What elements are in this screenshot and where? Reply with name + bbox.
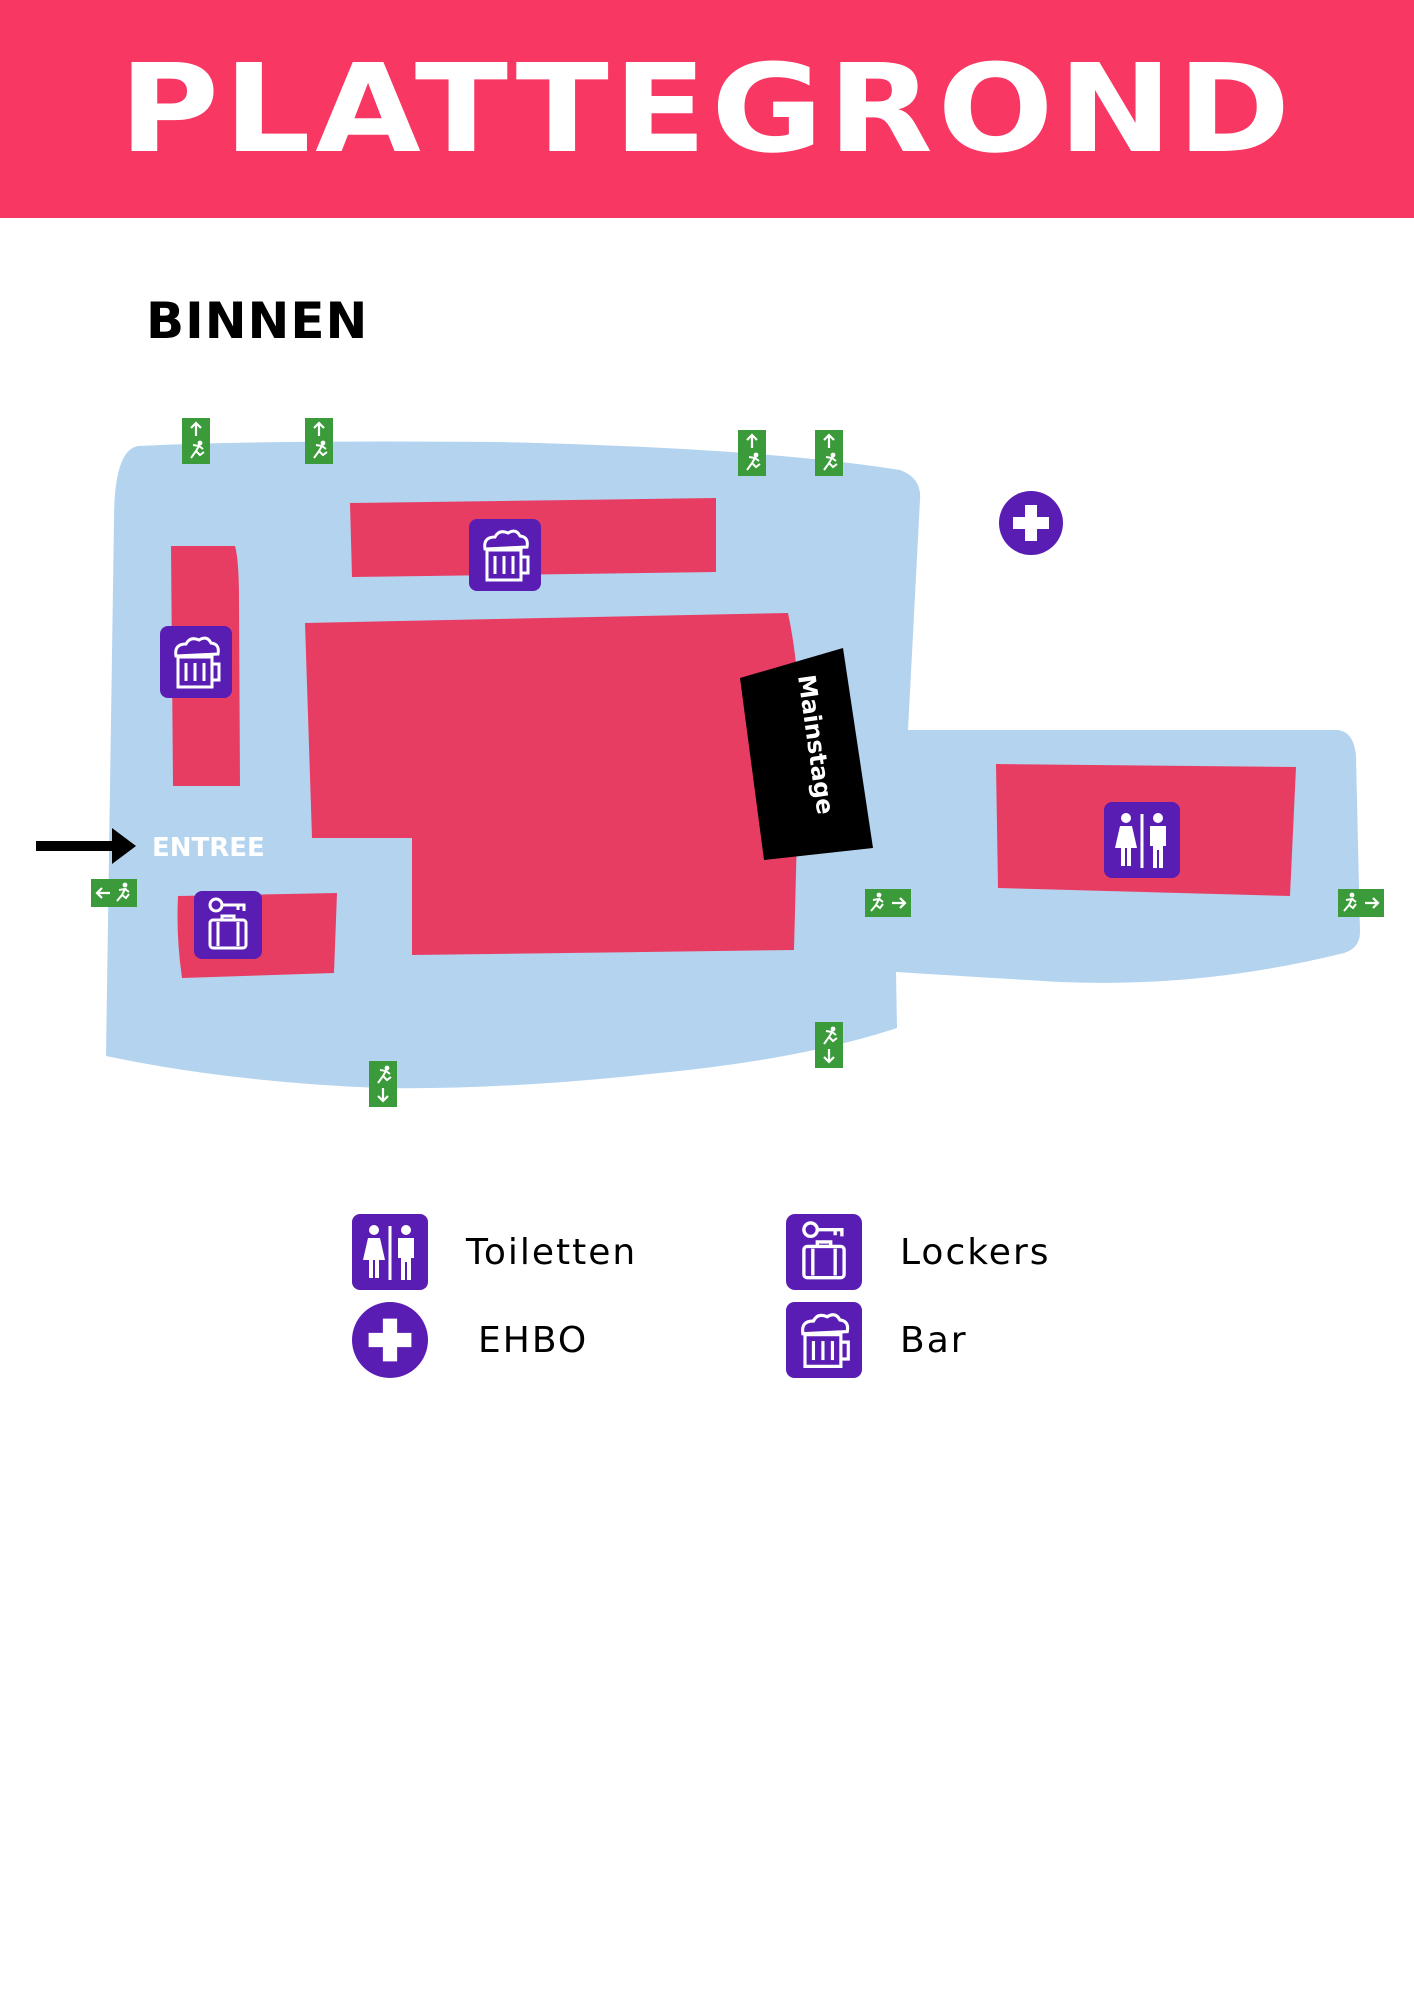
first-aid-icon	[352, 1302, 428, 1378]
emergency-exit-icon	[863, 887, 913, 919]
legend-label: Toiletten	[466, 1231, 638, 1273]
emergency-exit-icon	[813, 428, 845, 478]
entrance-label: ENTREE	[152, 833, 265, 863]
bar-icon[interactable]	[158, 624, 234, 700]
emergency-exit-icon	[736, 428, 768, 478]
page-title: PLATTEGROND	[119, 38, 1295, 180]
header-banner: PLATTEGROND	[0, 0, 1414, 218]
main-stage: Mainstage	[740, 648, 873, 860]
legend-item-first-aid: EHBO	[352, 1301, 588, 1379]
legend-label: EHBO	[478, 1319, 589, 1361]
entrance-arrow-icon	[36, 828, 136, 864]
legend-label: Lockers	[900, 1231, 1051, 1273]
first-aid-icon[interactable]	[999, 491, 1063, 555]
toilet-icon	[352, 1214, 428, 1290]
emergency-exit-icon	[303, 416, 335, 466]
floor-plan: Mainstage ENTREE	[36, 416, 1386, 1109]
emergency-exit-icon	[813, 1020, 845, 1070]
emergency-exit-icon	[1336, 887, 1386, 919]
locker-icon	[786, 1214, 862, 1290]
legend-label: Bar	[900, 1319, 968, 1361]
legend-item-bar: Bar	[786, 1301, 968, 1379]
emergency-exit-icon	[89, 877, 139, 909]
main-floor-zone	[305, 613, 800, 955]
emergency-exit-icon	[180, 416, 212, 466]
legend-item-toilets: Toiletten	[352, 1213, 637, 1291]
bar-icon[interactable]	[467, 517, 543, 593]
legend: Toiletten Lockers EHBO Ba	[352, 1213, 1172, 1383]
bar-icon	[786, 1302, 862, 1378]
section-title: BINNEN	[146, 292, 369, 350]
toilet-icon[interactable]	[1102, 800, 1182, 880]
locker-icon[interactable]	[192, 889, 264, 961]
legend-item-lockers: Lockers	[786, 1213, 1051, 1291]
emergency-exit-icon	[367, 1059, 399, 1109]
